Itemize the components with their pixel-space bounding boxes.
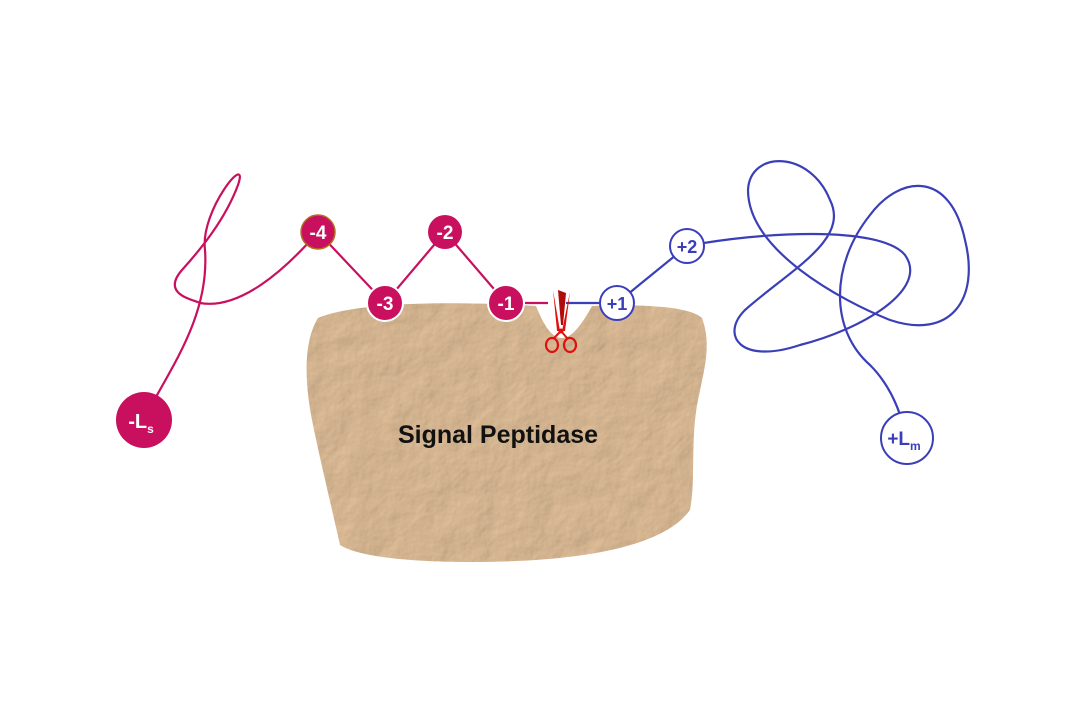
signal-peptidase-enzyme — [306, 303, 707, 562]
residue-plus-lm-main: +L — [887, 429, 910, 450]
residue-minus-ls-subscript: s — [147, 422, 154, 436]
residue-plus-2-label: +2 — [677, 237, 698, 257]
scissors-icon — [544, 290, 578, 354]
residue-minus-ls-label: -Ls — [128, 411, 154, 436]
residue-minus-4: -4 — [300, 214, 336, 250]
mature-protein-tail — [686, 160, 970, 439]
residue-plus-1: +1 — [599, 285, 635, 321]
residue-minus-4-label: -4 — [310, 223, 327, 244]
residue-minus-1-label: -1 — [498, 294, 515, 315]
residue-plus-lm-label: +Lm — [887, 429, 920, 453]
residue-minus-ls: -Ls — [116, 392, 172, 448]
residue-plus-1-label: +1 — [607, 294, 628, 314]
residue-minus-ls-main: -L — [128, 411, 147, 433]
residue-plus-lm-subscript: m — [910, 439, 921, 453]
enzyme-label: Signal Peptidase — [398, 421, 598, 449]
residue-plus-2: +2 — [669, 228, 705, 264]
residue-minus-3: -3 — [366, 284, 404, 322]
residue-minus-2: -2 — [428, 215, 462, 249]
residue-minus-2-label: -2 — [437, 223, 454, 244]
signal-peptide-tail — [143, 173, 319, 421]
residue-minus-3-label: -3 — [377, 294, 394, 315]
residue-minus-1: -1 — [487, 284, 525, 322]
residue-plus-lm: +Lm — [880, 411, 934, 465]
